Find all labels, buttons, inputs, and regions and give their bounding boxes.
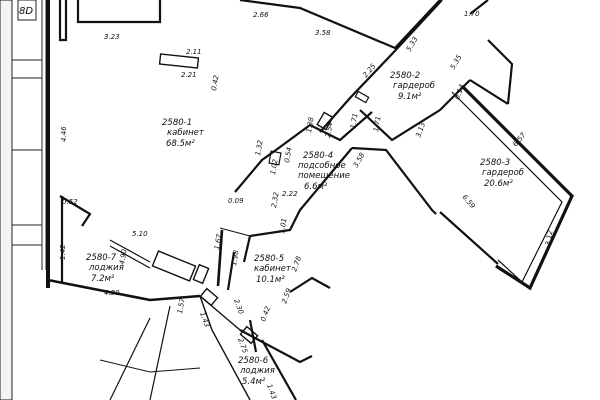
dimension-label: 0.42 (259, 305, 272, 323)
room-text: 10.1м² (256, 275, 285, 285)
dimension-label: 6.59 (460, 193, 476, 211)
room-text: помещение (298, 171, 350, 181)
dimension-label: 1.42 (59, 244, 67, 260)
dimension-label: 2.32 (270, 191, 281, 208)
room-text: 7.2м² (91, 274, 115, 284)
dimension-label: 4.30 (104, 289, 120, 297)
dimension-label: 6.57 (511, 131, 527, 149)
dimension-label: 5.10 (132, 230, 148, 238)
room-text: 20.6м² (484, 179, 513, 189)
room-labels: 2580-1 кабинет 68.5м² 2580-2 гардероб 9.… (86, 71, 524, 387)
dimension-label: 2.11 (186, 48, 202, 56)
dimension-label: 3.12 (544, 229, 555, 246)
dimension-label: 0.42 (210, 74, 221, 91)
room-label-4: 2580-4 подсобное помещение 6.6м² (298, 151, 350, 192)
dimension-label: 2.30 (232, 298, 245, 316)
dimension-label: 1.01 (278, 218, 289, 235)
room-label-2: 2580-2 гардероб 9.1м² (390, 71, 435, 102)
dimension-label: 0.54 (283, 147, 294, 164)
dimension-label: 2.78 (290, 255, 303, 273)
room-text: 2580-1 (162, 118, 192, 128)
dimension-label: 1.71 (372, 116, 383, 133)
dimension-label: 1.70 (464, 10, 480, 18)
room-text: 2580-7 (86, 253, 117, 263)
dimension-label: 3.58 (315, 29, 331, 37)
room-text: кабинет (254, 264, 292, 274)
left-facade: 8D (0, 0, 47, 400)
dimension-label: 4.46 (60, 126, 68, 142)
dimension-label: 3.58 (352, 151, 367, 169)
room-label-3: 2580-3 гардероб 20.6м² (480, 158, 524, 189)
dimension-label: 2.66 (253, 11, 269, 19)
dimension-label: 2.21 (181, 71, 197, 79)
dimension-label: 1.98 (230, 249, 241, 266)
dimension-label: 1.32 (254, 139, 265, 156)
room-label-6: 2580-6 лоджия 5.4м² (238, 356, 275, 387)
dimension-label: 0.09 (228, 197, 244, 205)
dimension-label: 3.23 (104, 33, 120, 41)
room-text: 2580-5 (254, 254, 284, 264)
dimension-label: 1.67 (213, 233, 224, 250)
dimension-label: 0.14 (453, 83, 466, 100)
dimension-label: 2.59 (280, 287, 293, 305)
room-text: лоджия (88, 263, 124, 273)
dimension-label: 2.22 (282, 190, 298, 198)
dimension-label: 1.43 (198, 311, 211, 328)
room-text: 2580-2 (390, 71, 420, 81)
dimension-label: 1.43 (265, 383, 278, 400)
room-text: кабинет (167, 128, 205, 138)
room-text: 5.4м² (242, 377, 266, 387)
dimension-label: 1.02 (269, 158, 280, 175)
dimension-labels: 1.70 2.66 3.58 3.23 5.33 5.35 2.11 2.21 … (59, 10, 555, 400)
room-text: подсобное (298, 161, 346, 171)
dimension-label: 1.71 (349, 113, 360, 130)
walls (46, 0, 574, 400)
room-text: 2580-6 (238, 356, 269, 366)
room-text: 2580-3 (480, 158, 510, 168)
room-text: лоджия (239, 366, 275, 376)
room-text: 2580-4 (303, 151, 333, 161)
dimension-label: 1.38 (305, 116, 316, 133)
room-text: 68.5м² (166, 139, 195, 149)
dimension-label: 0.52 (62, 198, 78, 206)
dimension-label: 2.54 (324, 122, 335, 139)
room-text: гардероб (393, 81, 435, 91)
dimension-label: 5.35 (449, 53, 464, 71)
dimension-label: 4.90 (118, 248, 129, 265)
openings (109, 53, 373, 345)
corner-label: 8D (19, 6, 33, 17)
room-label-7: 2580-7 лоджия 7.2м² (86, 253, 124, 284)
room-label-1: 2580-1 кабинет 68.5м² (162, 118, 205, 149)
room-text: 6.6м² (304, 182, 328, 192)
dimension-label: 1.57 (176, 297, 187, 314)
room-text: гардероб (482, 168, 524, 178)
room-label-5: 2580-5 кабинет 10.1м² (254, 254, 292, 285)
room-text: 9.1м² (398, 92, 422, 102)
